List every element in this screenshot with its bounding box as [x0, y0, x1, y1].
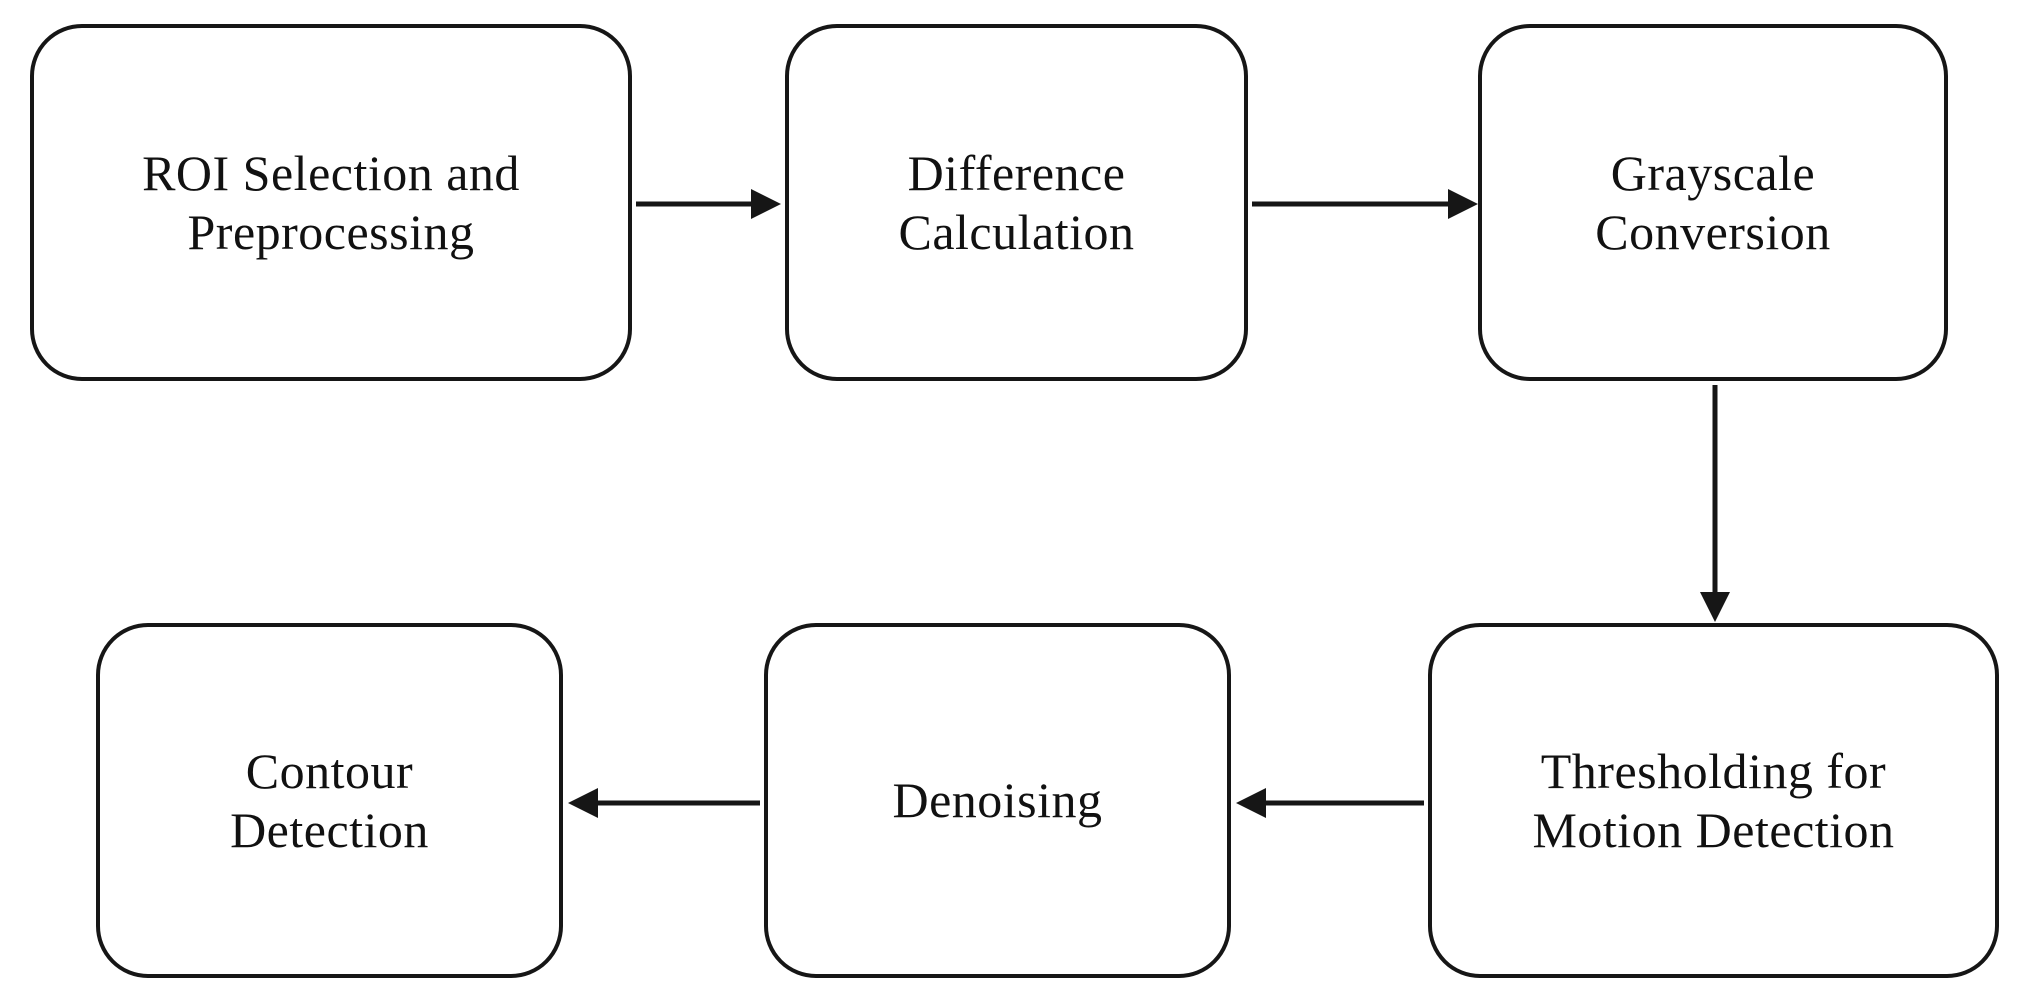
node-roi-selection-and-preprocessing: ROI Selection and Preprocessing: [30, 24, 632, 381]
node-label: Thresholding for Motion Detection: [1532, 743, 1895, 858]
node-denoising: Denoising: [764, 623, 1231, 978]
node-label: Denoising: [892, 772, 1103, 829]
node-label: Contour Detection: [230, 743, 429, 858]
node-contour-detection: Contour Detection: [96, 623, 563, 978]
node-thresholding-for-motion-detection: Thresholding for Motion Detection: [1428, 623, 1999, 978]
node-label: Grayscale Conversion: [1595, 145, 1831, 260]
node-grayscale-conversion: Grayscale Conversion: [1478, 24, 1948, 381]
node-label: Difference Calculation: [898, 145, 1135, 260]
node-difference-calculation: Difference Calculation: [785, 24, 1248, 381]
node-label: ROI Selection and Preprocessing: [142, 145, 520, 260]
